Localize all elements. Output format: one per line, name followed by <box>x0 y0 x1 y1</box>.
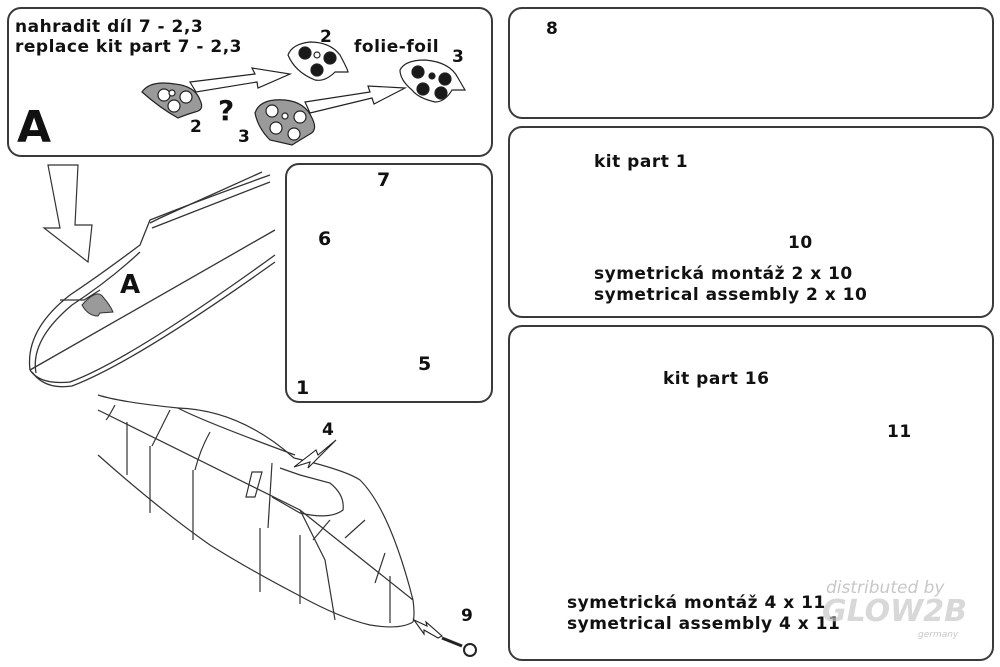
part-number-10: 10 <box>788 233 813 253</box>
part-number-3-old: 3 <box>238 127 251 147</box>
kit-part-1-label: kit part 1 <box>594 152 689 172</box>
watermark-country: germany <box>918 630 959 640</box>
part-number-4: 4 <box>322 420 335 440</box>
part-number-3-new: 3 <box>452 47 465 67</box>
part-number-7: 7 <box>377 169 391 191</box>
part-number-11: 11 <box>887 422 912 442</box>
fuselage-upper <box>28 171 276 388</box>
part-9-pin <box>412 618 477 657</box>
panel-11-wing <box>508 325 994 661</box>
instrument-panel-3-old <box>254 99 316 146</box>
part-number-1: 1 <box>296 377 310 399</box>
arrow-to-panel-3 <box>304 85 408 114</box>
panel-11-text-cz: symetrická montáž 4 x 11 <box>567 593 826 613</box>
panel-10-text-en: symetrical assembly 2 x 10 <box>594 285 868 305</box>
part-number-2-new: 2 <box>320 27 333 47</box>
part-number-5: 5 <box>418 353 432 375</box>
panel-a-text-cz: nahradit díl 7 - 2,3 <box>15 17 204 37</box>
panel-10-text-cz: symetrická montáž 2 x 10 <box>594 264 853 284</box>
arrow-a-big <box>42 164 93 264</box>
watermark-distributed-by: distributed by <box>826 578 945 598</box>
fuselage-letter-a: A <box>120 270 141 300</box>
kit-part-16-label: kit part 16 <box>663 369 770 389</box>
part-number-2-old: 2 <box>190 117 203 137</box>
panel-10-rudder <box>508 126 994 318</box>
arrow-4 <box>293 439 337 469</box>
watermark-brand: GLOW2B <box>822 594 968 629</box>
question-mark: ? <box>218 94 235 127</box>
instrument-panel-2-old <box>141 82 203 119</box>
arrow-to-panel-2 <box>189 67 293 93</box>
part-number-9: 9 <box>461 606 474 626</box>
foil-label: folie-foil <box>354 37 440 57</box>
panel-a-part-installed <box>81 293 114 317</box>
instrument-panel-2-new <box>287 41 349 81</box>
panel-seat-assembly <box>285 163 493 403</box>
part-number-6: 6 <box>318 228 332 250</box>
fuselage-lower <box>97 394 415 628</box>
part-number-8: 8 <box>546 19 559 39</box>
section-letter-a: A <box>17 102 52 153</box>
panel-11-text-en: symetrical assembly 4 x 11 <box>567 614 841 634</box>
panel-a-text-en: replace kit part 7 - 2,3 <box>15 37 242 57</box>
instrument-panel-3-new <box>399 59 467 103</box>
panel-8-tow-hook <box>508 7 994 119</box>
